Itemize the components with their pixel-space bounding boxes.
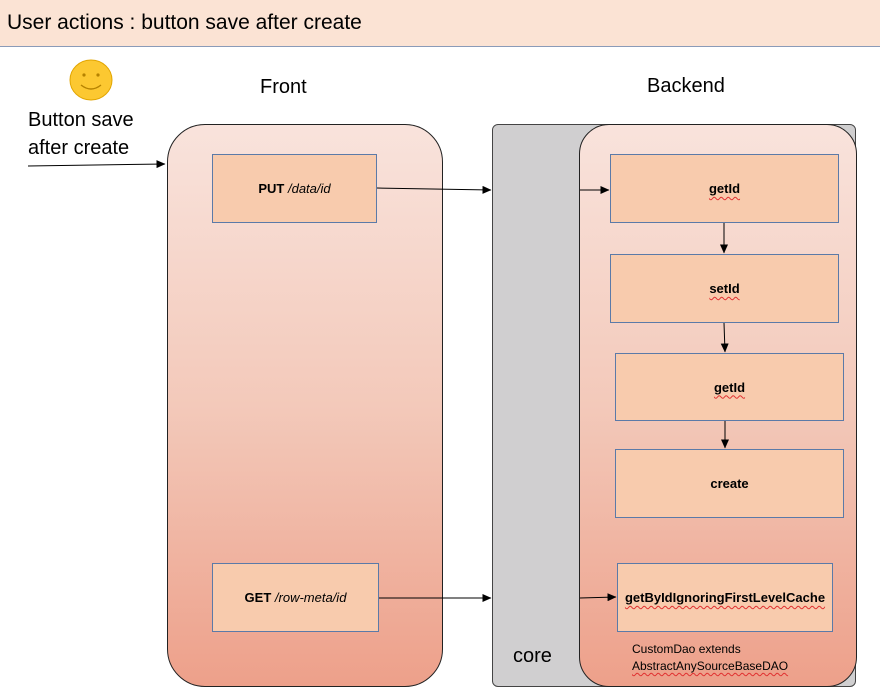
backend-step-label: getId [708,181,741,196]
put-request-box: PUT /data/id [212,154,377,223]
get-path: /row-meta/id [274,590,347,605]
backend-step-label: setId [709,281,740,296]
setid-to-getid-arrow [720,322,729,353]
dao-note: CustomDao extends AbstractAnySourceBaseD… [632,641,788,675]
backend-step-label: getId [713,379,746,395]
page-title: User actions : button save after create [7,11,362,34]
backend-step-label: create [710,476,749,491]
actor-to-front-arrow [27,160,166,169]
put-method: PUT [258,181,285,196]
backend-section-label: Backend [647,75,725,97]
backend-step-getbyid: getByIdIgnoringFirstLevelCache [617,563,833,632]
core-to-getbyid-arrow [579,593,617,602]
dao-note-line1: CustomDao extends [632,642,741,656]
get-request-box: GET /row-meta/id [212,563,379,632]
put-path: /data/id [287,181,331,196]
title-bar: User actions : button save after create [0,0,880,47]
backend-step-label: getByIdIgnoringFirstLevelCache [624,590,826,605]
dao-note-line2: AbstractAnySourceBaseDAO [632,659,789,673]
backend-step-setid: setId [610,254,839,323]
put-to-core-arrow [376,185,492,194]
backend-step-getid-2: getId [615,353,844,421]
actor-label: Button save after create [28,109,134,159]
get-method: GET [244,590,272,605]
smiley-face-icon [69,59,113,101]
backend-step-create: create [615,449,844,518]
backend-step-getid-1: getId [610,154,839,223]
front-section-label: Front [260,76,307,98]
core-label: core [513,645,552,667]
